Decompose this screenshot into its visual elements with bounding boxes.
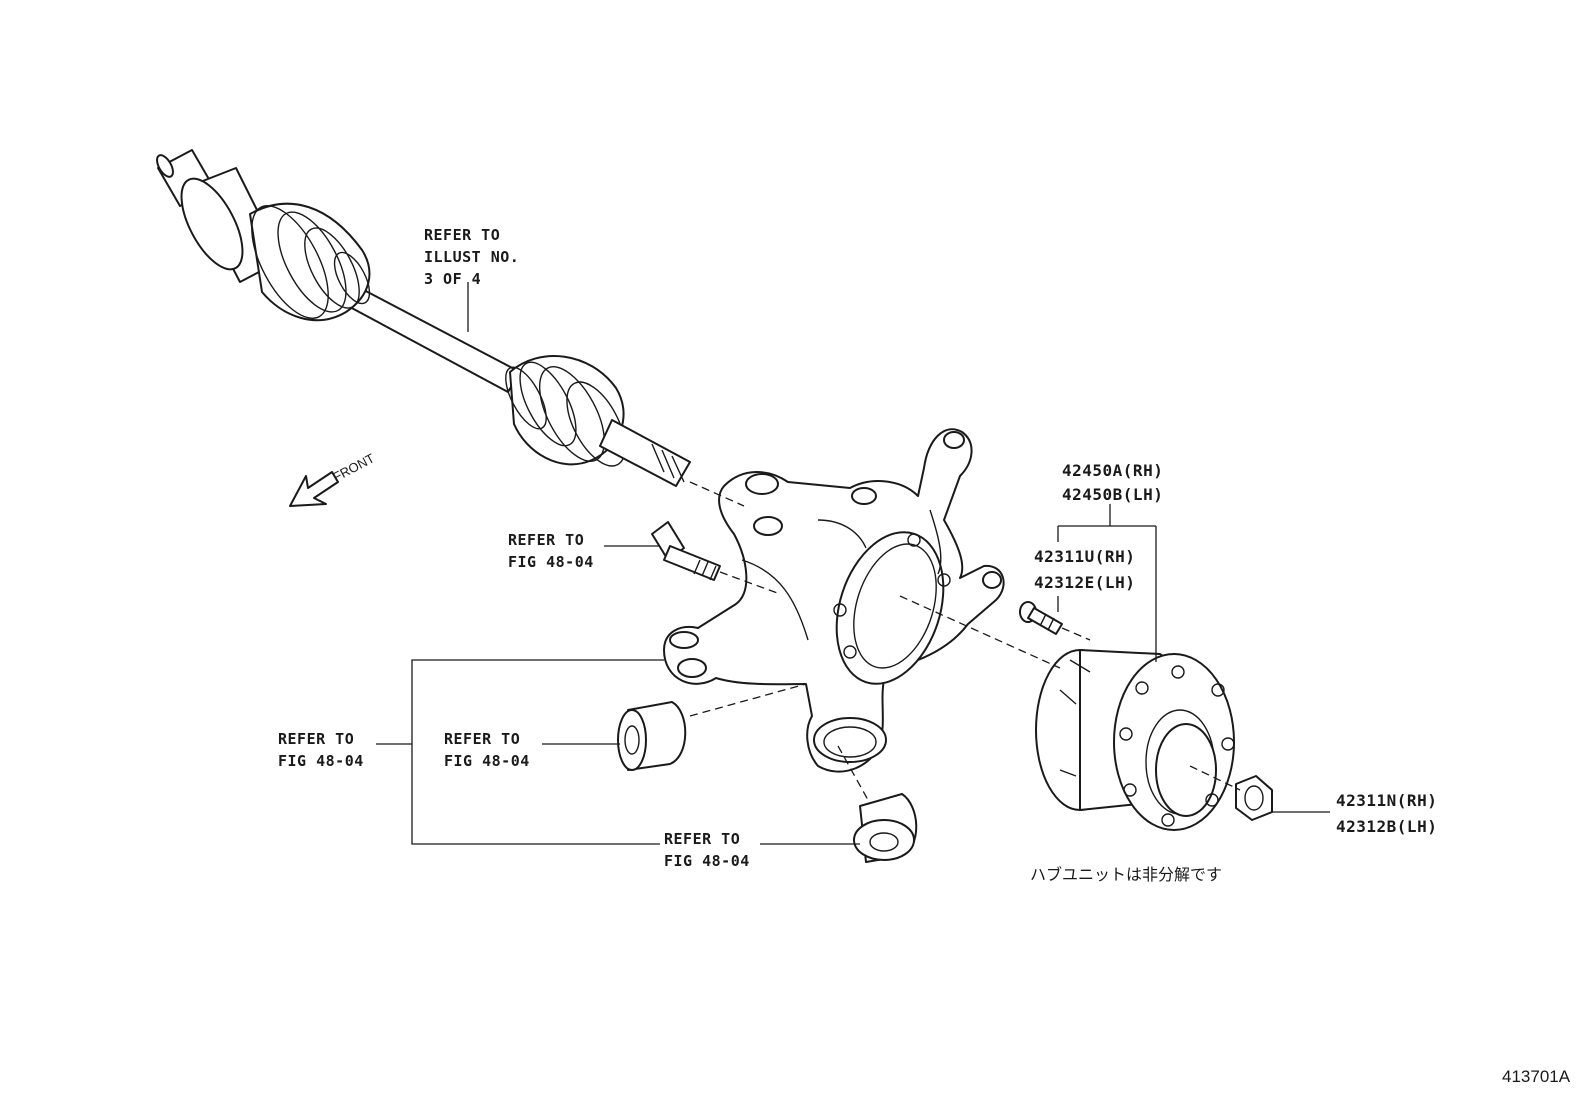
refer-bushing-front-label: REFER TO FIG 48-04 xyxy=(444,730,530,770)
hub-unit-part-numbers: 42450A(RH) 42450B(LH) xyxy=(1062,461,1163,504)
refer-bushing-lower-label: REFER TO FIG 48-04 xyxy=(664,830,750,870)
refer-illust-line-3: 3 OF 4 xyxy=(424,270,481,288)
bushing-lower xyxy=(853,793,918,863)
illustration-code: 413701A xyxy=(1502,1067,1571,1086)
hub-bolt xyxy=(1019,601,1063,635)
hub-nut-part-rh: 42311N(RH) xyxy=(1336,791,1437,810)
refer-illust-line-2: ILLUST NO. xyxy=(424,248,519,266)
refer-bushing-lower-line-1: REFER TO xyxy=(664,830,740,848)
refer-bushing-front-line-2: FIG 48-04 xyxy=(444,752,530,770)
drive-shaft xyxy=(156,149,691,487)
refer-bolt-line-2: FIG 48-04 xyxy=(508,553,594,571)
hub-unit-note: ハブユニットは非分解です xyxy=(1030,865,1222,884)
hub-nut xyxy=(1235,775,1273,821)
hub-nut-part-lh: 42312B(LH) xyxy=(1336,817,1437,836)
alignment-lines xyxy=(689,481,1241,801)
refer-illust-line-1: REFER TO xyxy=(424,226,500,244)
refer-bolt-line-1: REFER TO xyxy=(508,531,584,549)
refer-left-label: REFER TO FIG 48-04 xyxy=(278,730,364,770)
front-direction-arrow: FRONT xyxy=(289,450,377,507)
hub-bolt-part-rh: 42311U(RH) xyxy=(1034,547,1135,566)
hub-unit xyxy=(1035,649,1235,831)
knuckle-bolt xyxy=(651,521,721,581)
hub-bolt-part-lh: 42312E(LH) xyxy=(1034,573,1135,592)
refer-left-line-1: REFER TO xyxy=(278,730,354,748)
leader-lines xyxy=(376,282,1330,845)
refer-illust-label: REFER TO ILLUST NO. 3 OF 4 xyxy=(424,226,519,288)
refer-bushing-lower-line-2: FIG 48-04 xyxy=(664,852,750,870)
front-label: FRONT xyxy=(330,450,377,484)
refer-left-line-2: FIG 48-04 xyxy=(278,752,364,770)
hub-nut-part-numbers: 42311N(RH) 42312B(LH) xyxy=(1336,791,1437,836)
hub-bolt-part-numbers: 42311U(RH) 42312E(LH) xyxy=(1034,547,1135,592)
steering-knuckle xyxy=(663,428,1005,773)
bushing-front xyxy=(617,701,687,771)
refer-bushing-front-line-1: REFER TO xyxy=(444,730,520,748)
hub-unit-part-lh: 42450B(LH) xyxy=(1062,485,1163,504)
hub-unit-part-rh: 42450A(RH) xyxy=(1062,461,1163,480)
refer-bolt-label: REFER TO FIG 48-04 xyxy=(508,531,594,571)
